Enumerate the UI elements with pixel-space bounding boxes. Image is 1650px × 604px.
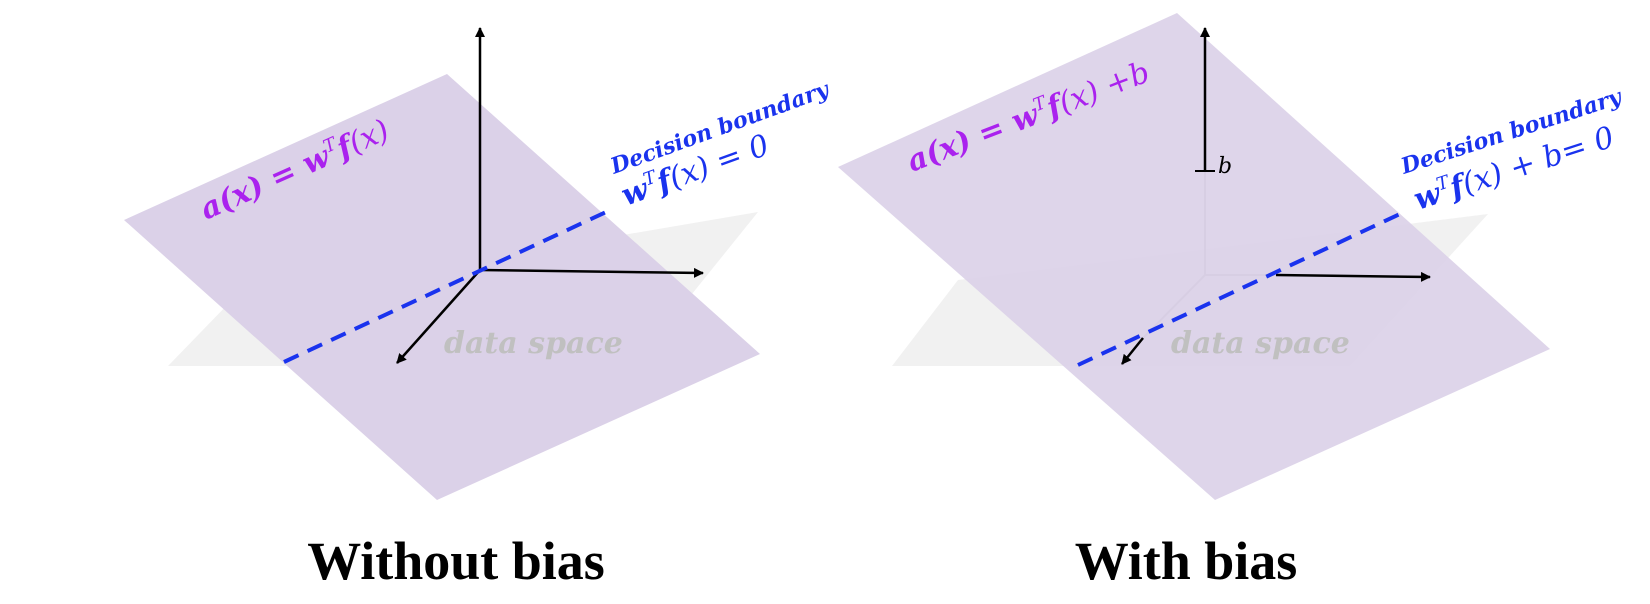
activation-plane [124, 74, 760, 500]
panel-without-bias: data space a(x) = wTf(x) Decision bounda… [124, 27, 834, 500]
horizontal-axis [479, 267, 704, 278]
depth-axis [396, 269, 481, 364]
caption-without-bias: Without bias [307, 531, 605, 591]
activation-plane [838, 13, 1550, 500]
panel-with-bias: b data space a(x) = wTf(x) +b Decision b… [838, 13, 1627, 500]
decision-boundary-line [283, 210, 607, 364]
data-space-label: data space [444, 326, 623, 361]
caption-with-bias: With bias [1074, 531, 1298, 591]
data-space-label: data space [1171, 326, 1350, 361]
bias-label: b [1218, 154, 1232, 179]
horizontal-axis [1275, 271, 1431, 282]
depth-axis [1121, 337, 1144, 365]
decision-boundary-line [1077, 211, 1403, 367]
